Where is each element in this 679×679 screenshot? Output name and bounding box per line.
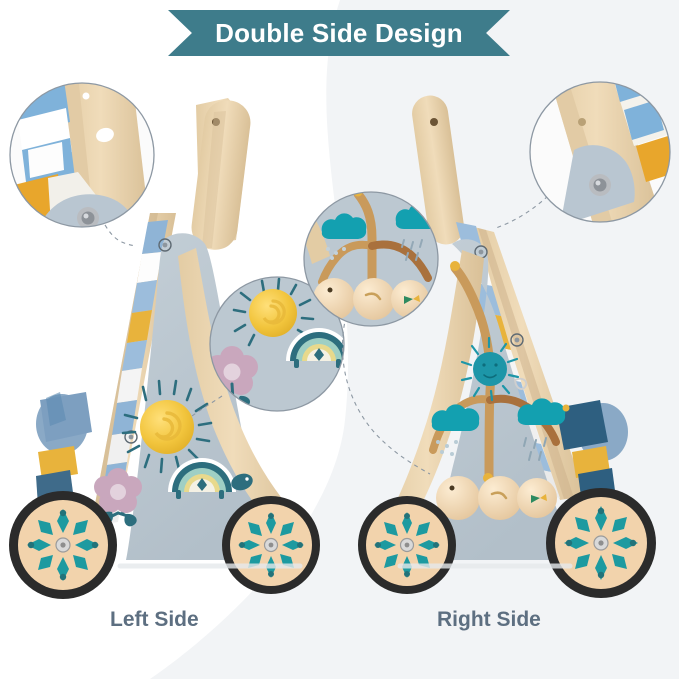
right-bead-slider [436,476,557,520]
left-front-wheel [9,491,117,599]
callout-connector [191,395,223,417]
callout-connector [495,195,549,229]
right-walker [358,95,656,598]
left-blocks [36,392,92,506]
left-turtle-decoration [168,458,253,499]
banner-ribbon: Double Side Design [168,10,510,56]
callout-right-hinge [495,81,671,229]
right-curved-leg [380,250,484,544]
right-sun-decoration [460,336,528,402]
left-sun-decoration [121,379,213,474]
left-side-label: Left Side [110,608,199,631]
right-cloud-right [517,398,570,461]
callout-connector [341,315,431,475]
right-cloud-left [431,404,480,456]
right-handle [412,95,464,245]
right-front-wheel [546,488,656,598]
right-handle-screw [430,118,438,126]
left-curved-leg [178,248,300,534]
left-panel-screws [124,238,172,444]
callout-right-tree [303,191,439,475]
left-walker [9,98,320,599]
callout-left-hinge [9,82,155,247]
left-rear-wheel [222,496,320,594]
right-side-label: Right Side [437,608,541,631]
right-rear-wheel [358,496,456,594]
banner-title: Double Side Design [215,17,463,48]
callout-connector [100,217,137,247]
